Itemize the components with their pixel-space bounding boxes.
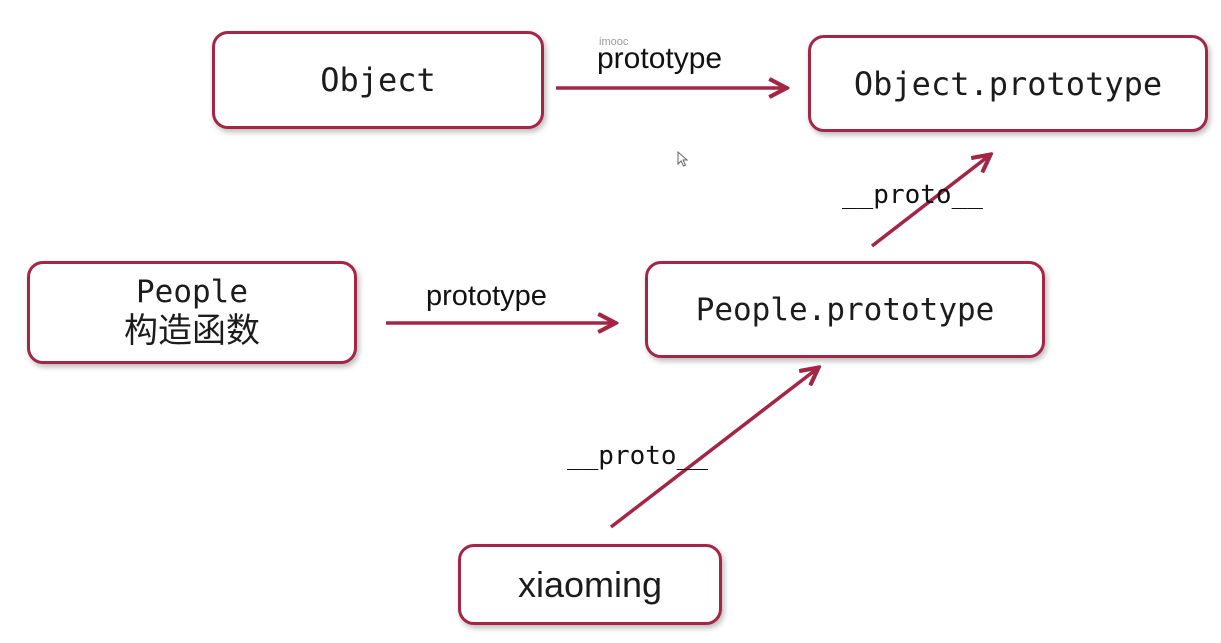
edge-label-people-proto-to-object-proto: __proto__ <box>842 180 983 210</box>
imooc-watermark: imooc <box>599 36 629 48</box>
xiaoming-node-label: xiaoming <box>517 563 663 605</box>
edge-label-object-prototype: prototype <box>597 42 723 75</box>
arrow-people-prototype-to-object-prototype <box>870 155 990 248</box>
arrow-xiaoming-to-people-prototype <box>609 368 818 529</box>
object-node-label: Object <box>320 61 436 99</box>
people-prototype-node: People.prototype <box>645 261 1045 358</box>
people-node-subtitle: 构造函数 <box>124 311 260 350</box>
xiaoming-node: xiaoming <box>458 544 722 625</box>
people-node-label: People <box>136 274 248 311</box>
people-constructor-node: People 构造函数 <box>27 261 357 364</box>
object-node: Object <box>212 31 544 129</box>
edge-label-people-prototype: prototype <box>426 280 547 312</box>
edge-label-xiaoming-proto: __proto__ <box>567 441 708 471</box>
object-prototype-node: Object.prototype <box>808 35 1208 132</box>
cursor-icon <box>677 150 689 167</box>
object-prototype-node-label: Object.prototype <box>853 64 1163 103</box>
people-prototype-node-label: People.prototype <box>695 291 995 328</box>
